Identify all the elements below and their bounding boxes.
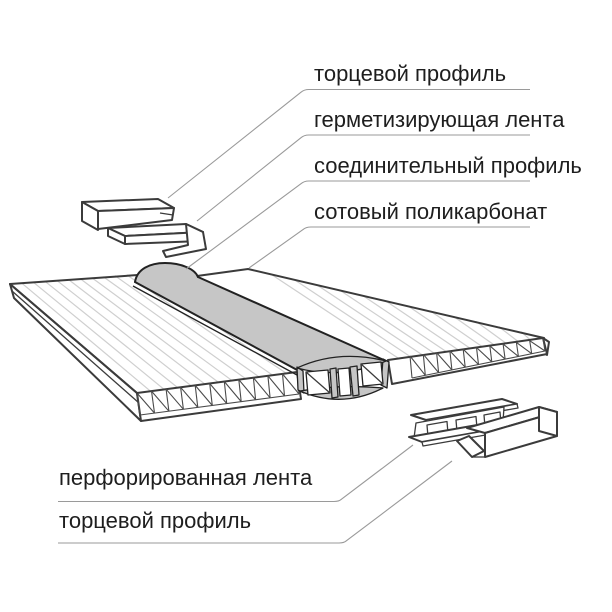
h-section-web-left — [329, 367, 339, 399]
label-perforated-tape: перфорированная лента — [59, 465, 313, 490]
label-connecting-profile: соединительный профиль — [314, 153, 582, 178]
label-end-profile-top: торцевой профиль — [314, 61, 506, 86]
leader-line-polycarbonate — [248, 226, 530, 269]
sealing-tape-right-foot — [162, 223, 207, 258]
label-polycarbonate: сотовый поликарбонат — [314, 199, 547, 224]
label-sealing-tape: герметизирующая лента — [314, 107, 565, 132]
connecting-profile-right-edge — [197, 276, 387, 362]
h-section-left-slot-cell — [305, 371, 331, 394]
end-profile-top-illustration — [81, 198, 175, 231]
sealing-tape-illustration — [107, 223, 207, 258]
end-profile-bottom-illustration — [456, 406, 558, 458]
sheet-left-skin-line — [11, 290, 140, 404]
end-profile-bottom-foot — [456, 435, 485, 458]
end-profile-top-front-wall — [97, 207, 175, 230]
sheet-left-cells — [136, 371, 300, 416]
sheet-left-long-edge — [9, 283, 138, 394]
polycarbonate-sheet-right — [180, 268, 550, 385]
label-end-profile-bottom: торцевой профиль — [59, 508, 251, 533]
h-section-web-right — [349, 365, 360, 397]
sheet-right-ribs — [272, 274, 532, 360]
connecting-profile-left-edge-inner — [132, 285, 298, 376]
connecting-profile-cap-edge — [134, 262, 199, 283]
h-section-right-slot-cell — [360, 363, 384, 385]
connecting-profile-band — [135, 263, 386, 371]
connecting-profile-h-section — [296, 355, 390, 400]
end-profile-bottom-end-face — [538, 406, 558, 437]
sheet-right-back-edge — [196, 268, 545, 339]
labels: торцевой профиль герметизирующая лента с… — [59, 61, 582, 533]
sheet-right-front-face — [387, 337, 548, 385]
end-profile-top-lip — [159, 212, 174, 216]
leader-line-end-profile-bottom — [58, 460, 453, 544]
leader-line-perforated-tape — [58, 444, 414, 503]
sheet-left-back-edge — [9, 273, 153, 285]
leader-line-sealing-tape — [196, 134, 530, 222]
h-section-center-slot — [337, 367, 352, 397]
connecting-profile-left-edge — [134, 281, 300, 372]
connecting-profile-illustration — [132, 262, 390, 400]
leader-lines — [58, 88, 530, 544]
leader-line-end-profile-top — [167, 88, 530, 199]
h-section-left-wall — [296, 366, 305, 394]
sheet-right-cells — [409, 338, 546, 379]
end-profile-top-end-face — [81, 201, 99, 231]
leader-line-connecting-profile — [185, 180, 530, 270]
